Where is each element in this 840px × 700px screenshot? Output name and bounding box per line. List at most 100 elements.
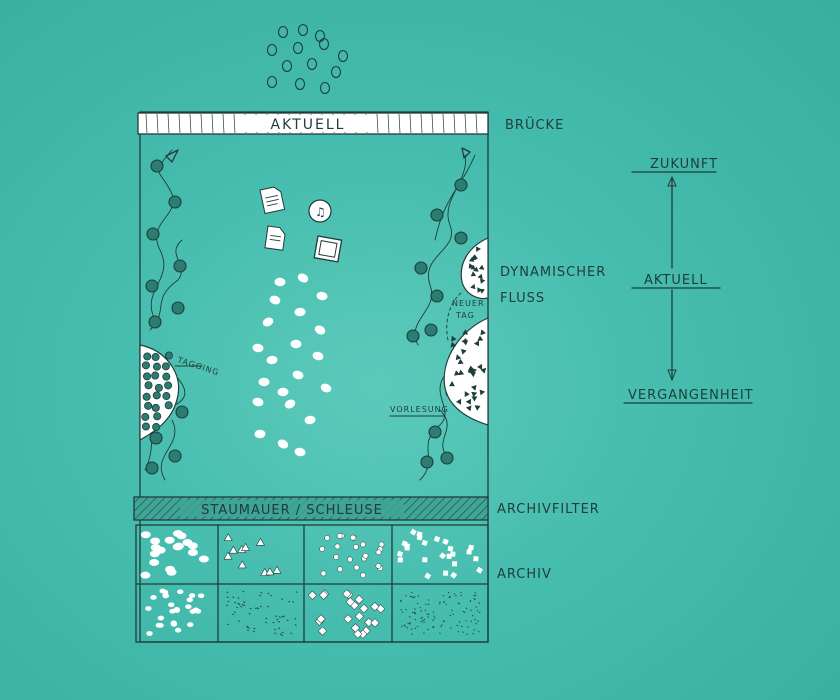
triangle-item	[468, 263, 474, 269]
content-item	[430, 289, 444, 303]
tag-item	[164, 351, 173, 360]
timeline: ZUKUNFT AKTUELL VERGANGENHEIT	[623, 157, 754, 404]
document-icon	[264, 225, 286, 251]
incoming-particle	[306, 57, 318, 71]
triangle-item	[454, 370, 460, 376]
flow-item	[304, 415, 316, 425]
bridge-bar: AKTUELL	[137, 112, 489, 135]
flow-item	[252, 397, 264, 407]
triangle-item	[480, 278, 486, 284]
tag-item	[151, 353, 160, 362]
image-frame-icon	[313, 235, 343, 263]
content-item	[454, 231, 468, 245]
content-item	[430, 208, 444, 222]
dam-bar: STAUMAUER / SCHLEUSE	[133, 496, 489, 521]
tag-item	[143, 372, 152, 381]
incoming-particle	[297, 23, 309, 37]
triangle-item	[449, 381, 455, 387]
bridge-side-label: BRÜCKE	[505, 116, 564, 133]
triangle-item	[458, 369, 465, 376]
flow-item	[269, 295, 281, 305]
tag-item	[141, 412, 150, 421]
content-item	[454, 178, 468, 192]
dynamic-flow-label-1: DYNAMISCHER	[500, 265, 606, 280]
archive-label: ARCHIV	[497, 567, 552, 582]
triangle-item	[464, 391, 470, 397]
content-item	[175, 405, 189, 419]
flow-item	[294, 307, 306, 317]
triangle-item	[461, 348, 467, 355]
triangle-item	[470, 271, 477, 277]
tag-item	[144, 401, 153, 410]
svg-text:♫: ♫	[315, 205, 326, 219]
tag-item	[154, 383, 163, 392]
flow-item	[292, 370, 304, 380]
triangle-item	[457, 358, 464, 364]
content-item	[145, 279, 159, 293]
tag-item	[151, 371, 160, 380]
flow-item	[277, 387, 289, 397]
triangle-item	[465, 398, 472, 405]
triangle-item	[478, 264, 485, 270]
triangle-item	[471, 385, 477, 391]
flow-item	[297, 273, 309, 283]
tag-item	[151, 403, 160, 412]
archive-cell	[307, 589, 386, 639]
tag-item	[142, 392, 151, 401]
river-frame	[139, 111, 489, 643]
tag-item	[144, 381, 153, 390]
flow-item	[294, 447, 306, 457]
triangle-item	[462, 329, 469, 335]
triangle-item	[456, 398, 462, 405]
timeline-past: VERGANGENHEIT	[628, 388, 754, 403]
incoming-particle	[337, 49, 349, 63]
archive-cell	[399, 591, 481, 636]
tag-item	[141, 422, 150, 431]
triangle-item	[471, 396, 478, 402]
tag-item	[143, 352, 152, 361]
triangle-item	[479, 288, 485, 294]
triangle-item	[451, 335, 457, 342]
flow-item	[290, 339, 302, 349]
tag-item	[164, 381, 173, 390]
content-item	[146, 227, 160, 241]
content-item	[406, 329, 420, 343]
archive-cell	[145, 588, 205, 636]
flow-item	[316, 291, 328, 301]
triangle-item	[474, 405, 481, 411]
content-item	[148, 315, 162, 329]
content-item	[420, 455, 434, 469]
incoming-particle	[318, 37, 330, 51]
triangle-item	[477, 335, 484, 341]
flow-item	[284, 399, 296, 409]
content-item	[149, 431, 163, 445]
dynamic-flow-label-2: FLUSS	[500, 291, 545, 306]
timeline-current: AKTUELL	[644, 273, 708, 288]
content-item	[171, 301, 185, 315]
flow-item	[277, 439, 289, 449]
triangle-item	[477, 363, 483, 370]
content-item	[168, 449, 182, 463]
incoming-particle	[330, 65, 342, 79]
flow-item	[258, 377, 270, 387]
triangle-item	[479, 389, 486, 396]
flow-item	[254, 429, 266, 439]
flow-item	[312, 351, 324, 361]
incoming-particle	[294, 77, 306, 91]
triangle-item	[450, 341, 457, 348]
document-icon	[259, 186, 286, 215]
incoming-particle	[277, 25, 289, 39]
timeline-future: ZUKUNFT	[650, 157, 718, 172]
incoming-particle	[266, 75, 278, 89]
new-tag-label-2: TAG	[455, 311, 475, 320]
incoming-particle	[266, 43, 278, 57]
triangle-item	[480, 329, 486, 336]
flow-item	[266, 355, 278, 365]
flow-item	[314, 325, 326, 335]
triangle-item	[471, 368, 477, 374]
archive-cell	[225, 590, 298, 636]
central-flow-items	[252, 273, 332, 457]
dam-label: STAUMAUER / SCHLEUSE	[201, 503, 383, 518]
